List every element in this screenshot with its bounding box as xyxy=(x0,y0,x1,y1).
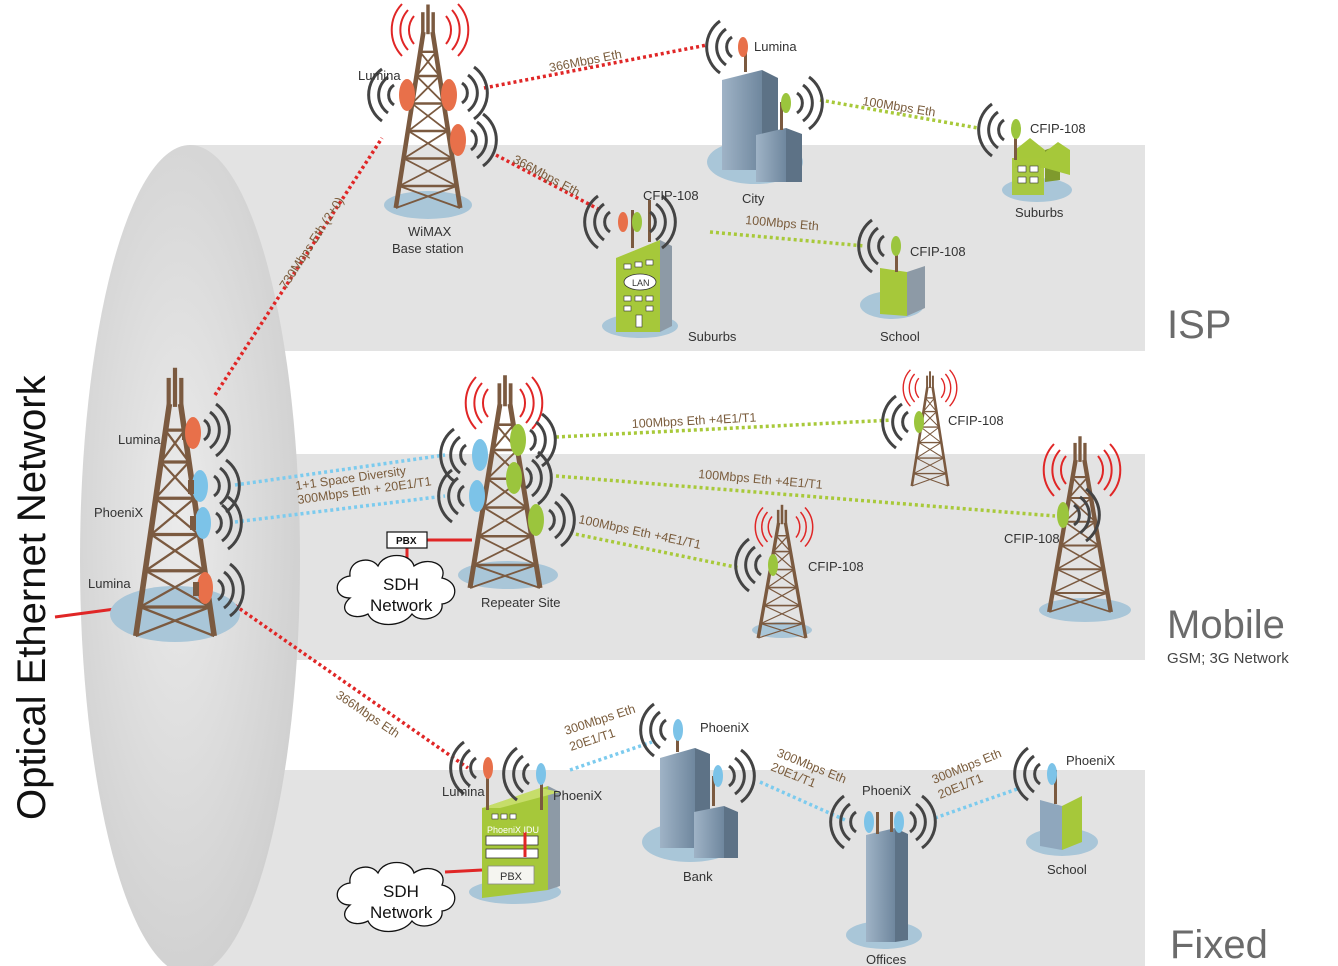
school-isp-building xyxy=(857,218,925,319)
bank-buildings xyxy=(639,702,756,862)
link-label-suburbs-school: 100Mbps Eth xyxy=(745,213,820,233)
optical-network-ellipse xyxy=(80,145,300,966)
suburbs-top-label: Suburbs xyxy=(1015,205,1064,220)
link-city-suburbs xyxy=(819,98,979,130)
repeater-label: Repeater Site xyxy=(481,595,561,610)
suburbs-lan-building xyxy=(583,194,678,338)
phoenix-dish-1 xyxy=(188,458,241,514)
school-isp-label: School xyxy=(880,329,920,344)
bank-label: Bank xyxy=(683,869,713,884)
wimax-lumina-dish-2 xyxy=(441,65,489,121)
main-tower xyxy=(110,368,245,642)
links xyxy=(213,43,1056,822)
main-lumina-top-label: Lumina xyxy=(118,432,161,447)
wimax-lumina-dish-3 xyxy=(450,112,498,168)
segment-mobile-label: Mobile xyxy=(1167,603,1285,647)
sdh-fixed-cloud: SDH Network xyxy=(336,861,456,933)
link-rep-m2 xyxy=(569,531,741,570)
repeater-cfip-dish-1 xyxy=(510,412,557,468)
lan-cloud xyxy=(623,273,657,291)
lumina-dish-bottom xyxy=(193,562,245,618)
idu-phoenix-label: PhoeniX xyxy=(553,788,602,803)
main-lumina-bottom-label: Lumina xyxy=(88,576,131,591)
suburbs-mid-cfip-label: CFIP-108 xyxy=(643,188,699,203)
repeater-phoenix-dish-2 xyxy=(437,468,485,524)
phoenix-dish-2 xyxy=(190,495,243,551)
segment-mobile-sub-label: GSM; 3G Network xyxy=(1167,650,1289,667)
cfip-m2-label: CFIP-108 xyxy=(808,559,864,574)
sdh-fixed-label-1: SDH xyxy=(383,882,419,901)
idu-unit-2 xyxy=(485,848,539,859)
suburbs-top-cfip-label: CFIP-108 xyxy=(1030,121,1086,136)
link-rep-m1 xyxy=(555,418,894,439)
segment-fixed-label: Fixed xyxy=(1170,923,1268,966)
idu-pbx-label: PBX xyxy=(500,871,523,883)
lan-label: LAN xyxy=(632,278,650,288)
repeater-cfip-dish-2 xyxy=(506,450,553,506)
idu-unit-1 xyxy=(485,835,539,846)
offices-label: Offices xyxy=(866,952,907,966)
repeater-cfip-dish-3 xyxy=(528,492,576,548)
sdh-fixed-label-2: Network xyxy=(370,903,433,922)
lumina-dish-top xyxy=(182,402,231,458)
offices-phoenix-label: PhoeniX xyxy=(862,783,911,798)
suburbs-mid-label: Suburbs xyxy=(688,329,737,344)
link-label-wimax-city: 366Mbps Eth xyxy=(548,47,623,75)
fiber-input xyxy=(54,607,116,619)
school-isp-cfip-label: CFIP-108 xyxy=(910,244,966,259)
repeater-phoenix-dish-1 xyxy=(439,427,488,483)
cfip-tower-m1 xyxy=(881,369,958,488)
main-tower-shadow xyxy=(110,586,240,642)
sdh-mobile-label-2: Network xyxy=(370,596,433,615)
link-diversity-a xyxy=(234,453,446,487)
cfip-tower-m2 xyxy=(734,503,814,640)
segment-isp-label: ISP xyxy=(1167,303,1231,347)
offices-building xyxy=(829,794,937,949)
cfip-m3-label: CFIP-108 xyxy=(1004,531,1060,546)
suburbs-houses-top xyxy=(977,102,1072,202)
main-phoenix-label: PhoeniX xyxy=(94,505,143,520)
school-fixed-building xyxy=(1013,746,1098,856)
diagram-title: Optical Ethernet Network xyxy=(10,374,54,820)
mobile-band xyxy=(190,454,1145,660)
school-phoenix-label: PhoeniX xyxy=(1066,753,1115,768)
link-suburbs-school xyxy=(709,230,866,248)
link-main-idu xyxy=(228,600,470,770)
link-wimax-city xyxy=(483,43,708,90)
city-label: City xyxy=(742,191,765,206)
wimax-lumina-dish-1 xyxy=(367,67,415,123)
bank-phoenix-label: PhoeniX xyxy=(700,720,749,735)
sdh-mobile-cloud: SDH Network xyxy=(336,554,456,626)
idu-pbx-box xyxy=(487,865,535,885)
link-idu-bank xyxy=(569,740,653,772)
link-diversity-b xyxy=(234,494,446,524)
wimax-lumina-label: Lumina xyxy=(358,68,401,83)
wimax-title-label: WiMAX xyxy=(408,224,452,239)
cfip-tower-m3 xyxy=(1039,436,1131,622)
repeater-site xyxy=(437,375,576,589)
idu-lumina-label: Lumina xyxy=(442,784,485,799)
link-label-main-idu: 366Mbps Eth xyxy=(333,688,402,741)
cfip-m1-label: CFIP-108 xyxy=(948,413,1004,428)
pbx-mobile-box: PBX xyxy=(386,531,428,549)
sdh-mobile-label-1: SDH xyxy=(383,575,419,594)
pbx-mobile-label: PBX xyxy=(396,536,417,547)
idu-label: PhoeniX IDU xyxy=(487,825,539,835)
city-lumina-label: Lumina xyxy=(754,39,797,54)
link-label-rep-m1: 100Mbps Eth +4E1/T1 xyxy=(631,410,756,431)
school-fixed-label: School xyxy=(1047,862,1087,877)
phoenix-idu-building xyxy=(449,740,561,904)
city-buildings xyxy=(705,19,824,184)
link-wimax-suburbs xyxy=(495,153,601,212)
wimax-base-station xyxy=(367,4,498,219)
wimax-sub-label: Base station xyxy=(392,241,464,256)
